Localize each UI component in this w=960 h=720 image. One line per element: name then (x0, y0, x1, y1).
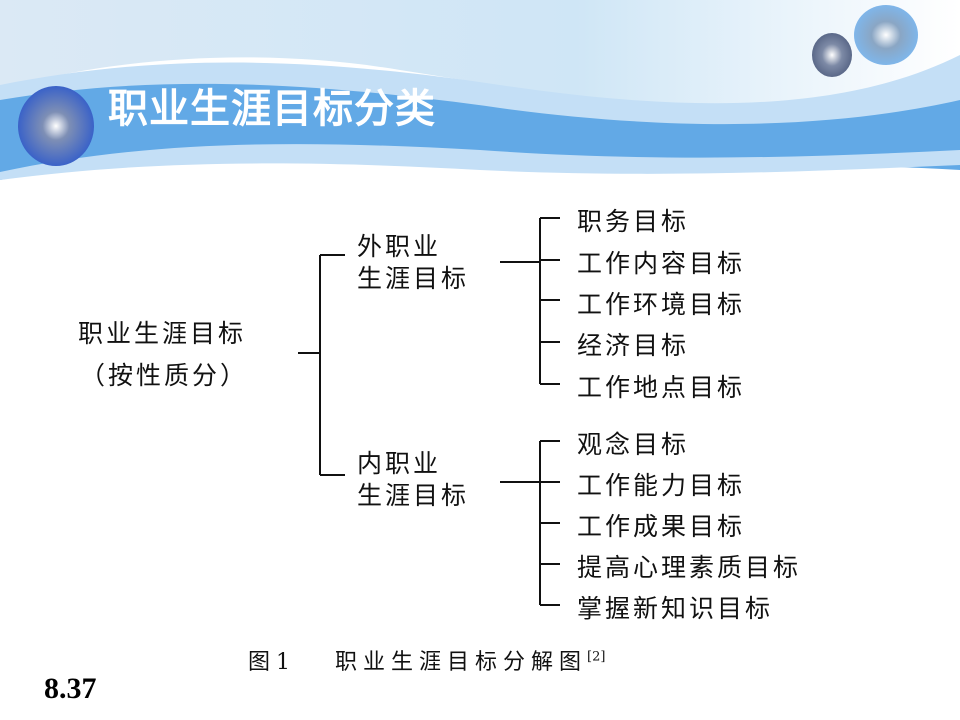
leaf-node: 工作成果目标 (577, 512, 746, 541)
branch-outer-line2: 生涯目标 (357, 264, 470, 293)
orb-right (854, 5, 918, 65)
orb-left (18, 86, 94, 166)
branch-outer-line1: 外职业 (357, 232, 442, 261)
leaf-node: 工作能力目标 (577, 471, 746, 500)
leaf-node: 观念目标 (577, 430, 690, 459)
leaf-node: 掌握新知识目标 (577, 594, 774, 623)
branch-inner-line1: 内职业 (357, 449, 442, 478)
root-node-line1: 职业生涯目标 (78, 319, 247, 348)
figure-caption: 图1 职业生涯目标分解图[2] (248, 644, 605, 676)
page-number: 8.37 (44, 672, 97, 700)
leaf-node: 工作环境目标 (577, 290, 746, 319)
root-node-line2: （按性质分） (80, 361, 249, 390)
caption-text: 职业生涯目标分解图 (334, 650, 587, 675)
header-banner (0, 0, 960, 180)
leaf-node: 职务目标 (577, 207, 690, 236)
caption-reference: [2] (587, 649, 606, 665)
caption-label: 图1 (248, 650, 296, 675)
leaf-node: 工作内容目标 (577, 249, 746, 278)
leaf-node: 工作地点目标 (577, 373, 746, 402)
branch-inner-line2: 生涯目标 (357, 481, 470, 510)
leaf-node: 提高心理素质目标 (577, 553, 802, 582)
slide-title: 职业生涯目标分类 (108, 86, 436, 132)
leaf-node: 经济目标 (577, 331, 690, 360)
orb-small (812, 33, 852, 77)
